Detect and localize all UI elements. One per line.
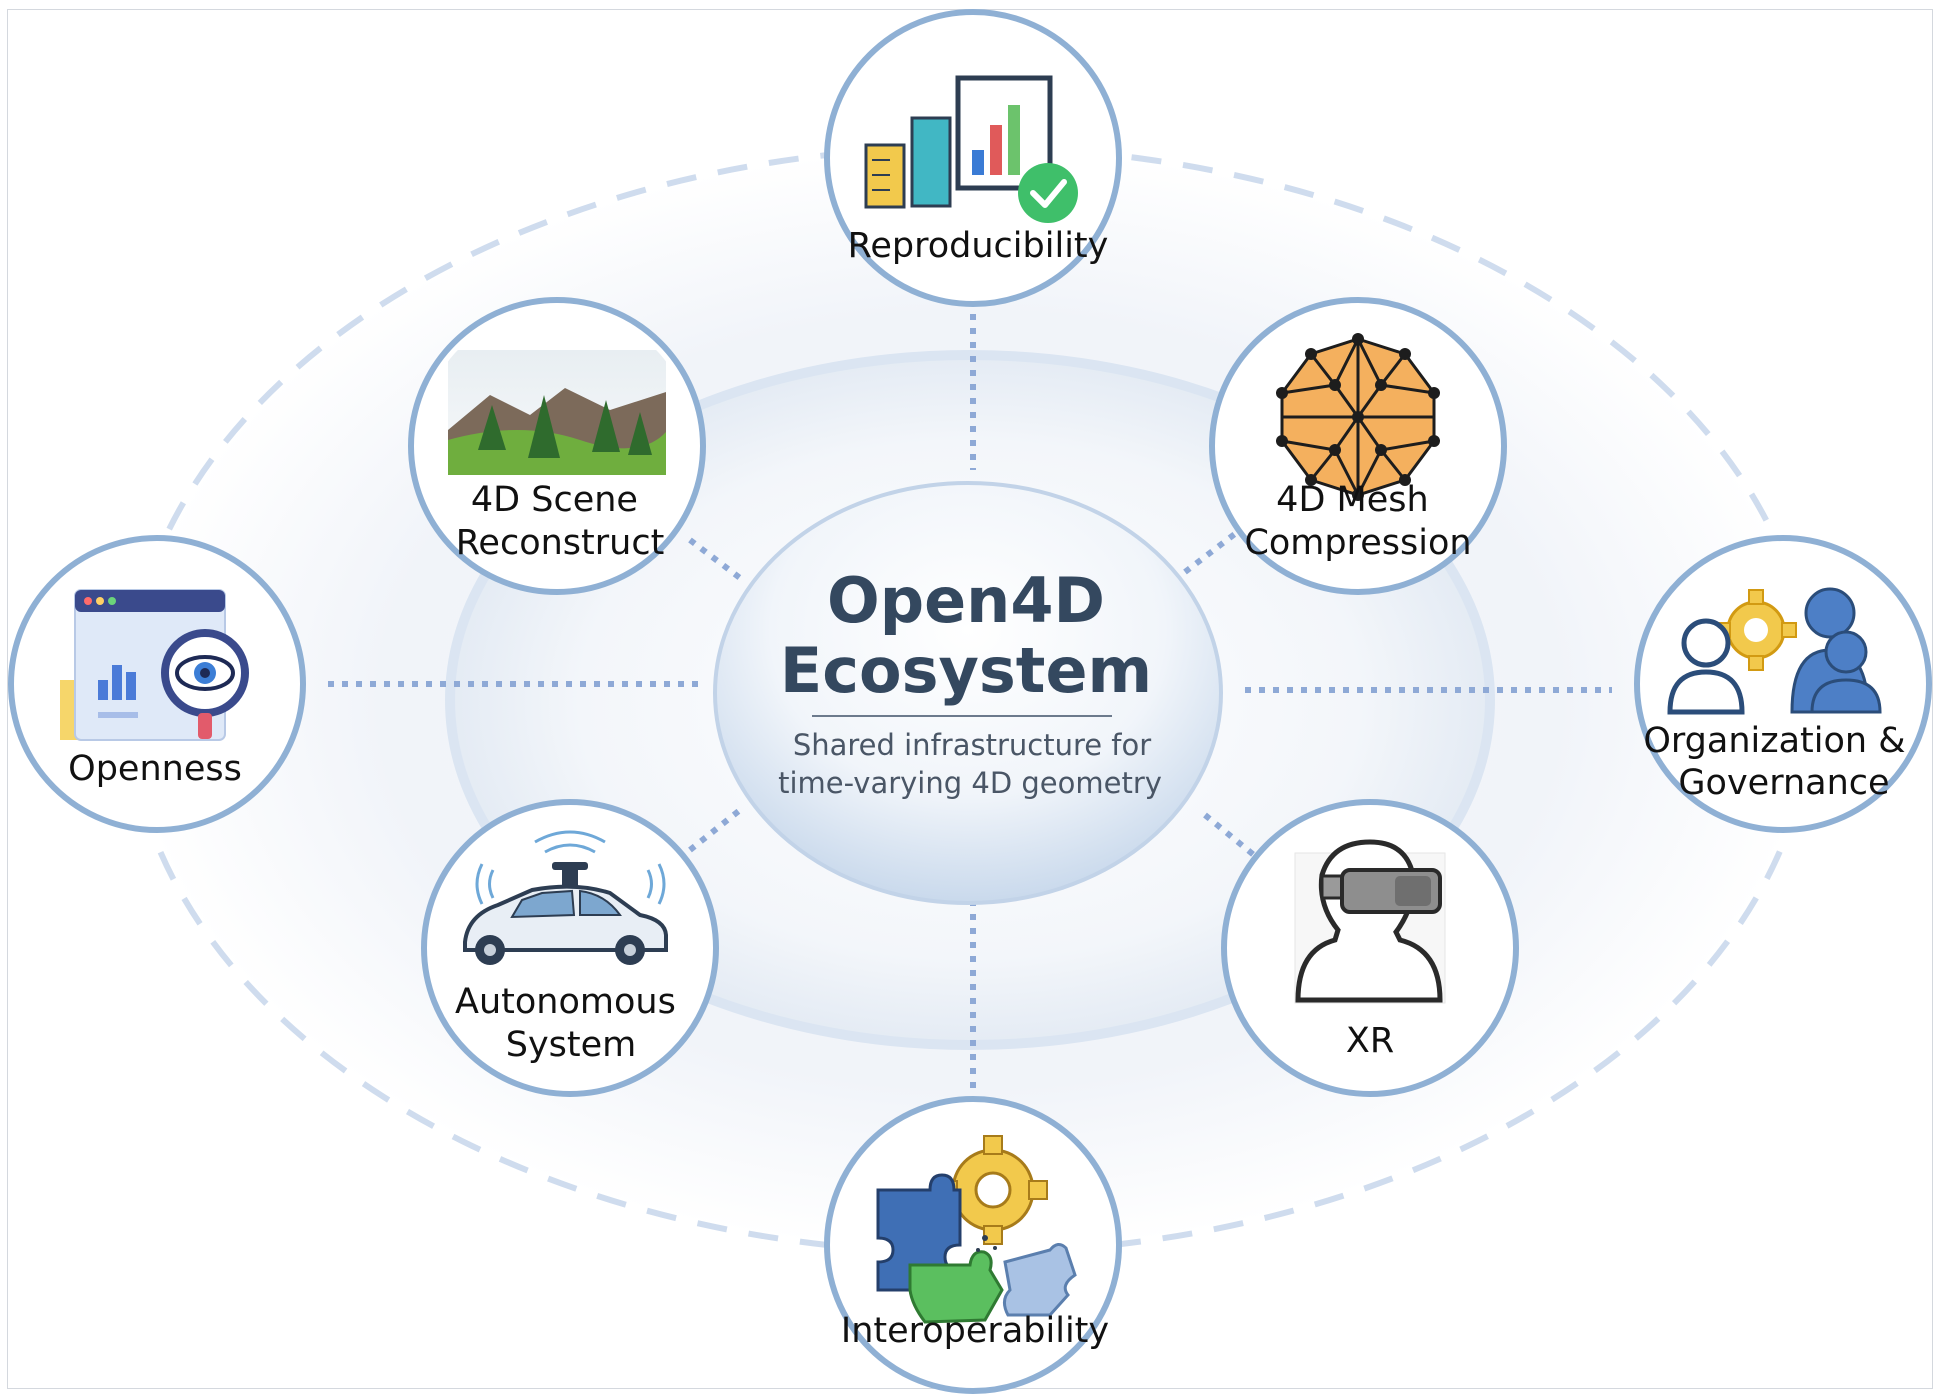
node-interoperability[interactable]: Interoperability [824, 1096, 1122, 1394]
node-label: 4D Mesh Compression [1244, 480, 1471, 563]
puzzle-gear-icon [876, 1135, 1077, 1324]
center-node: Open4D Ecosystem Shared infrastructure f… [713, 481, 1223, 905]
connectors [328, 300, 1612, 1095]
center-title-line-1: Open4D [827, 564, 1105, 637]
mesh-sphere-icon [1276, 333, 1440, 501]
node-organization-governance[interactable]: Organization & Governance [1634, 535, 1932, 833]
car-sensor-icon [463, 830, 668, 965]
node-label: Interoperability [841, 1311, 1109, 1351]
center-bubble [713, 481, 1223, 905]
center-subtitle-line-2: time-varying 4D geometry [778, 766, 1162, 800]
node-xr[interactable]: XR [1221, 799, 1519, 1097]
connector-top-right [1183, 527, 1242, 575]
connector-top-left [688, 537, 742, 581]
connector-bottom-left [688, 807, 742, 853]
node-reproducibility[interactable]: Reproducibility [824, 9, 1122, 307]
node-4d-scene-reconstruct[interactable]: 4D Scene Reconstruct [408, 297, 706, 595]
bar-chart-check-icon [864, 75, 1078, 223]
magnifier-eye-icon [60, 589, 249, 741]
node-label: Reproducibility [848, 226, 1109, 266]
center-title-line-2: Ecosystem [780, 634, 1152, 707]
people-gear-icon [1667, 587, 1882, 715]
connector-bottom-right [1203, 812, 1262, 863]
node-label: Openness [68, 749, 242, 789]
landscape-icon [448, 350, 666, 475]
vr-headset-icon [1294, 839, 1446, 1004]
node-circle [1634, 535, 1932, 833]
node-label: Organization & Governance [1643, 721, 1916, 803]
center-subtitle-line-1: Shared infrastructure for [793, 728, 1151, 762]
node-circle [824, 1096, 1122, 1394]
node-openness[interactable]: Openness [8, 535, 306, 833]
node-label: Autonomous System [455, 982, 687, 1065]
node-4d-mesh-compression[interactable]: 4D Mesh Compression [1209, 297, 1507, 595]
node-label: XR [1346, 1021, 1394, 1061]
node-autonomous-system[interactable]: Autonomous System [421, 799, 719, 1097]
node-label: 4D Scene Reconstruct [456, 480, 665, 563]
